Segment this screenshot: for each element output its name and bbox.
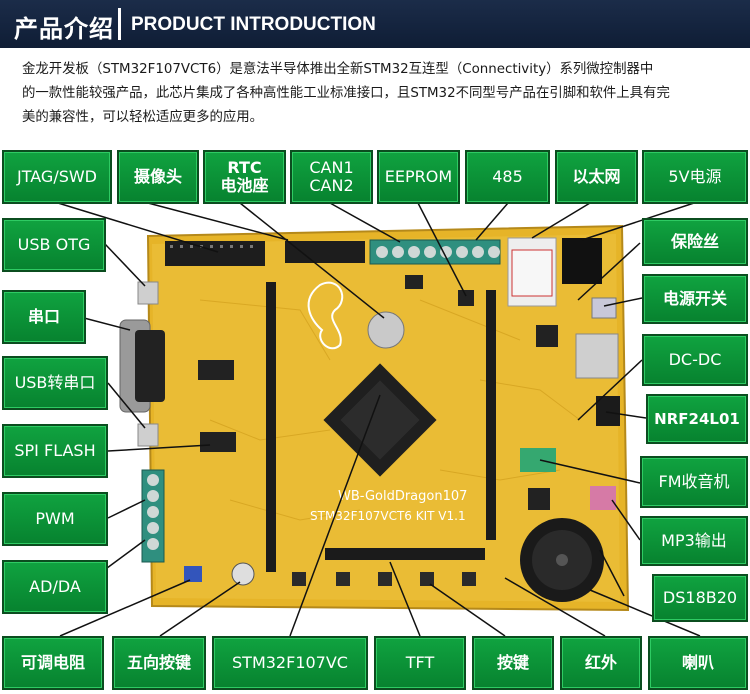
intro-line-3: 美的兼容性，可以轻松适应更多的应用。 — [22, 110, 264, 125]
terminal-block — [369, 239, 501, 265]
left-terminal — [141, 469, 165, 563]
label-5v-power: 5V电源 — [642, 150, 748, 204]
dragon-logo — [307, 281, 344, 350]
label-mcu: STM32F107VC — [212, 636, 368, 690]
label-rtc: RTC 电池座 — [203, 150, 286, 204]
callout-lines — [57, 202, 701, 637]
speaker — [520, 518, 604, 602]
dc-jack — [562, 238, 602, 284]
label-pwm: PWM — [2, 492, 108, 546]
label-ethernet: 以太网 — [555, 150, 638, 204]
label-can: CAN1 CAN2 — [290, 150, 373, 204]
label-nrf: NRF24L01 — [646, 394, 748, 444]
nrf-header — [596, 396, 620, 426]
label-pot: 可调电阻 — [2, 636, 104, 690]
label-power-switch: 电源开关 — [642, 274, 748, 324]
camera-header — [285, 241, 365, 263]
label-eeprom: EEPROM — [377, 150, 460, 204]
intro-line-1: 金龙开发板（STM32F107VCT6）是意法半导体推出全新STM32互连型（C… — [22, 62, 654, 77]
label-keys: 按键 — [472, 636, 554, 690]
title-en: PRODUCT INTRODUCTION — [131, 14, 376, 35]
ethernet-jack — [507, 237, 557, 307]
pin-headers — [266, 282, 496, 572]
title-cn: 产品介绍 — [14, 15, 114, 43]
page-header: 产品介绍 PRODUCT INTRODUCTION — [0, 0, 750, 48]
silk-board-name: WB-GoldDragon107 — [338, 489, 467, 504]
label-usb-otg: USB OTG — [2, 218, 106, 272]
label-speaker: 喇叭 — [648, 636, 748, 690]
silk-board-model: STM32F107VCT6 KIT V1.1 — [310, 509, 466, 523]
label-ir: 红外 — [560, 636, 642, 690]
label-serial: 串口 — [2, 290, 86, 344]
label-485: 485 — [465, 150, 550, 204]
label-jtag: JTAG/SWD — [2, 150, 112, 204]
label-dcdc: DC-DC — [642, 334, 748, 386]
label-spi-flash: SPI FLASH — [2, 424, 108, 478]
sd-slot — [575, 333, 619, 379]
buttons — [292, 572, 476, 586]
label-fm: FM收音机 — [640, 456, 748, 508]
rtc-battery — [367, 311, 405, 349]
jtag-header — [165, 241, 265, 266]
label-mp3: MP3输出 — [640, 516, 748, 566]
joystick — [231, 562, 255, 586]
label-usb-serial: USB转串口 — [2, 356, 108, 410]
misc-chips — [198, 275, 558, 510]
intro-line-2: 的一款性能较强产品，此芯片集成了各种高性能工业标准接口，且STM32不同型号产品… — [22, 86, 670, 101]
intro-text: 金龙开发板（STM32F107VCT6）是意法半导体推出全新STM32互连型（C… — [22, 58, 740, 130]
mcu-chip — [323, 363, 437, 477]
title-divider — [118, 8, 121, 40]
usb-otg-port — [137, 281, 159, 305]
label-camera: 摄像头 — [117, 150, 199, 204]
db9-connector — [119, 319, 165, 413]
potentiometer — [184, 566, 202, 582]
power-switch — [591, 297, 617, 319]
label-joystick: 五向按键 — [112, 636, 206, 690]
usb-serial-port — [137, 423, 159, 447]
label-adda: AD/DA — [2, 560, 108, 614]
label-ds18b20: DS18B20 — [652, 574, 748, 622]
label-tft: TFT — [374, 636, 466, 690]
audio-jack — [590, 486, 616, 510]
label-fuse: 保险丝 — [642, 218, 748, 266]
